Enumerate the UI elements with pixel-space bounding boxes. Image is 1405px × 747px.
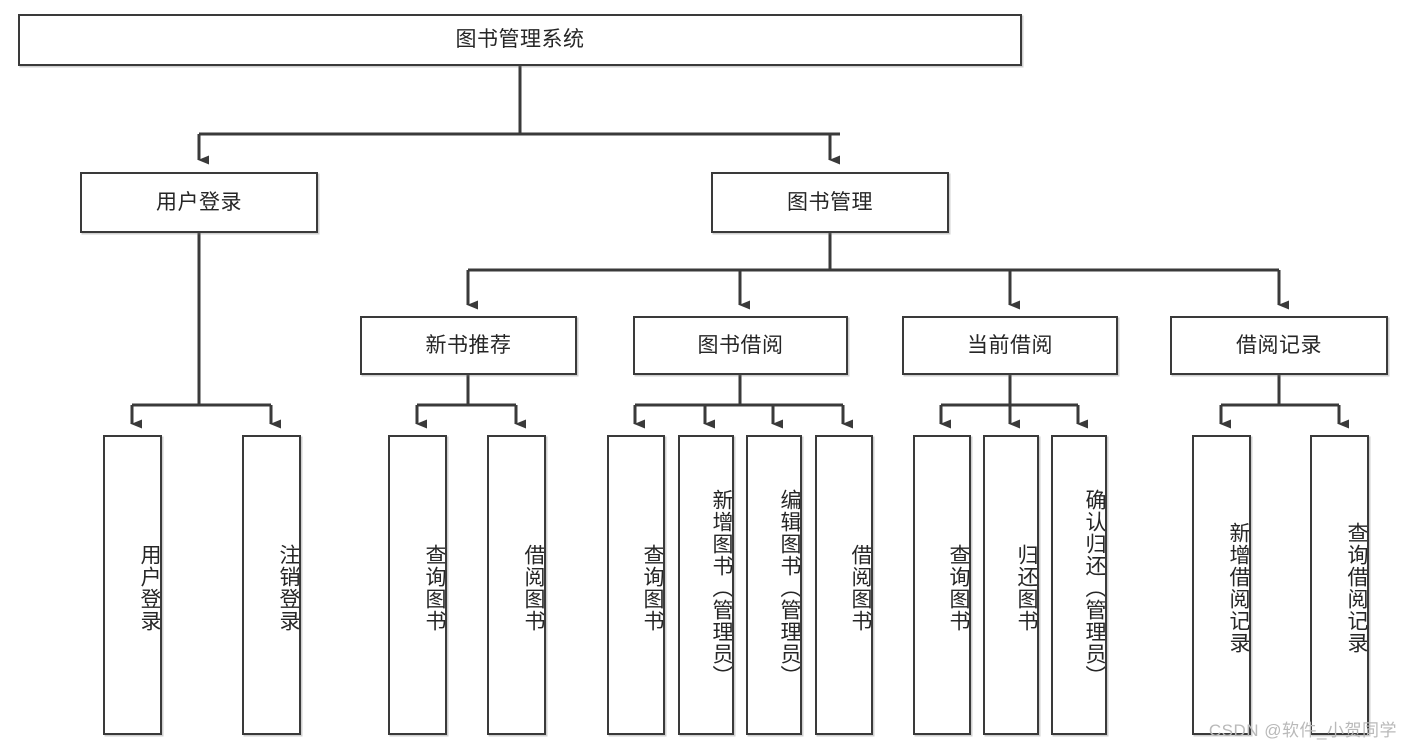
leaf-borrow-edit-book[interactable]: 编辑图书（管理员） [746,435,802,735]
leaf-record-add-record-label: 新增借阅记录 [1227,522,1250,654]
leaf-current-return-book[interactable]: 归还图书 [983,435,1039,735]
leaf-logout[interactable]: 注销登录 [242,435,301,735]
leaf-newbook-borrow-book-label: 借阅图书 [522,544,545,632]
node-book-management[interactable]: 图书管理 [711,172,949,233]
leaf-record-query-record-label: 查询借阅记录 [1345,522,1368,654]
leaf-current-return-book-label: 归还图书 [1015,544,1038,632]
node-user-login[interactable]: 用户登录 [80,172,318,233]
leaf-user-login[interactable]: 用户登录 [103,435,162,735]
node-root[interactable]: 图书管理系统 [18,14,1022,66]
leaf-borrow-query-book-label: 查询图书 [641,544,664,632]
leaf-newbook-query-book[interactable]: 查询图书 [388,435,447,735]
node-book-management-label: 图书管理 [787,190,873,214]
node-current-borrow-label: 当前借阅 [967,333,1053,357]
leaf-record-add-record[interactable]: 新增借阅记录 [1192,435,1251,735]
leaf-record-query-record[interactable]: 查询借阅记录 [1310,435,1369,735]
node-book-borrow-label: 图书借阅 [697,333,784,357]
node-borrow-record[interactable]: 借阅记录 [1170,316,1388,375]
leaf-borrow-query-book[interactable]: 查询图书 [607,435,665,735]
node-current-borrow[interactable]: 当前借阅 [902,316,1118,375]
node-user-login-label: 用户登录 [156,190,242,214]
leaf-borrow-add-book-label: 新增图书（管理员） [710,489,733,687]
leaf-borrow-borrow-book[interactable]: 借阅图书 [815,435,873,735]
leaf-current-query-book-label: 查询图书 [947,544,970,632]
node-root-label: 图书管理系统 [455,28,585,52]
node-new-book-recommend[interactable]: 新书推荐 [360,316,577,375]
leaf-current-confirm-return[interactable]: 确认归还（管理员） [1051,435,1107,735]
leaf-logout-label: 注销登录 [277,544,300,632]
leaf-user-login-label: 用户登录 [138,544,161,632]
leaf-newbook-borrow-book[interactable]: 借阅图书 [487,435,546,735]
leaf-borrow-add-book[interactable]: 新增图书（管理员） [678,435,734,735]
leaf-newbook-query-book-label: 查询图书 [423,544,446,632]
leaf-borrow-borrow-book-label: 借阅图书 [849,544,872,632]
node-borrow-record-label: 借阅记录 [1236,333,1322,357]
leaf-current-query-book[interactable]: 查询图书 [913,435,971,735]
leaf-current-confirm-return-label: 确认归还（管理员） [1083,489,1106,687]
csdn-watermark: CSDN @软件_小贺同学 [1208,721,1397,740]
node-new-book-recommend-label: 新书推荐 [425,333,512,357]
leaf-borrow-edit-book-label: 编辑图书（管理员） [778,489,801,687]
node-book-borrow[interactable]: 图书借阅 [633,316,848,375]
